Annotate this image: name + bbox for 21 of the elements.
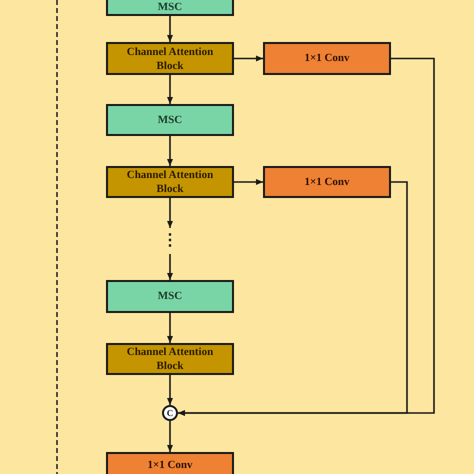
- arrow: [167, 421, 173, 452]
- arrow: [167, 375, 173, 405]
- msc-box: MSC: [106, 280, 234, 313]
- conv-box: 1×1 Conv: [106, 452, 234, 474]
- arrow: [167, 254, 173, 280]
- arrow: [167, 16, 173, 42]
- arrow: [234, 56, 263, 62]
- arrow: [167, 136, 173, 166]
- attention-block-box: Channel Attention Block: [106, 166, 234, 198]
- conv-box: 1×1 Conv: [263, 166, 391, 198]
- arrow: [167, 198, 173, 228]
- arrow: [234, 179, 263, 185]
- arrow: [178, 181, 408, 416]
- msc-box: MSC: [106, 104, 234, 136]
- arrow: [167, 75, 173, 104]
- conv-box: 1×1 Conv: [263, 42, 391, 75]
- msc-box: MSC: [106, 0, 234, 16]
- attention-block-box: Channel Attention Block: [106, 343, 234, 375]
- arrow: [167, 313, 173, 343]
- attention-block-box: Channel Attention Block: [106, 42, 234, 75]
- ellipsis-dots: ⋮: [163, 228, 177, 254]
